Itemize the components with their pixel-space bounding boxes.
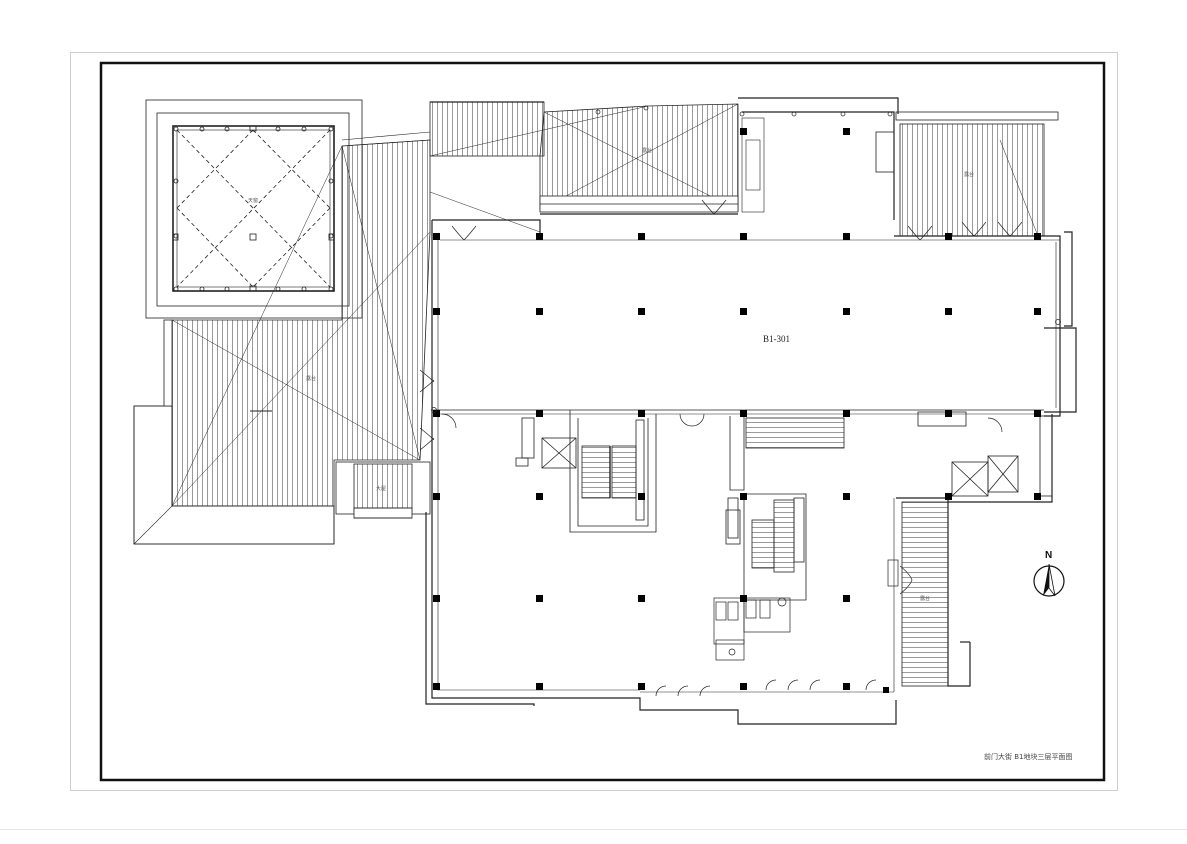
terrace-label-top: 露台 — [642, 147, 652, 154]
main-building — [425, 97, 1077, 725]
elevator-core-right — [917, 411, 1053, 497]
terrace-label-south: 露台 — [920, 595, 930, 602]
north-arrow — [1033, 563, 1065, 597]
north-label: N — [1045, 550, 1052, 561]
terrace-top-left — [429, 101, 545, 157]
drawing-frame — [99, 61, 1106, 782]
restrooms — [713, 597, 791, 661]
terrace-label-left: 露台 — [306, 375, 316, 382]
skylight-label: 天窗 — [248, 197, 258, 204]
terrace-left — [133, 131, 431, 545]
stair-core-right — [725, 416, 845, 601]
skylight-pavilion — [145, 99, 363, 319]
unit-label: B1-301 — [763, 334, 790, 344]
terrace-top-center — [429, 103, 739, 233]
roof-label: 大屋 — [376, 485, 386, 492]
facade-mullions — [431, 105, 1061, 413]
stair-core-left — [515, 410, 657, 533]
viewer-bottom-rule — [0, 829, 1187, 830]
terrace-label-right: 露台 — [964, 171, 974, 178]
structural-columns — [433, 128, 1041, 693]
drawing-title: 前门大街 B1地块三层平面图 — [984, 753, 1073, 761]
roof-block — [335, 461, 431, 519]
terrace-top-right — [875, 111, 1059, 237]
stair-south-east — [901, 501, 949, 687]
